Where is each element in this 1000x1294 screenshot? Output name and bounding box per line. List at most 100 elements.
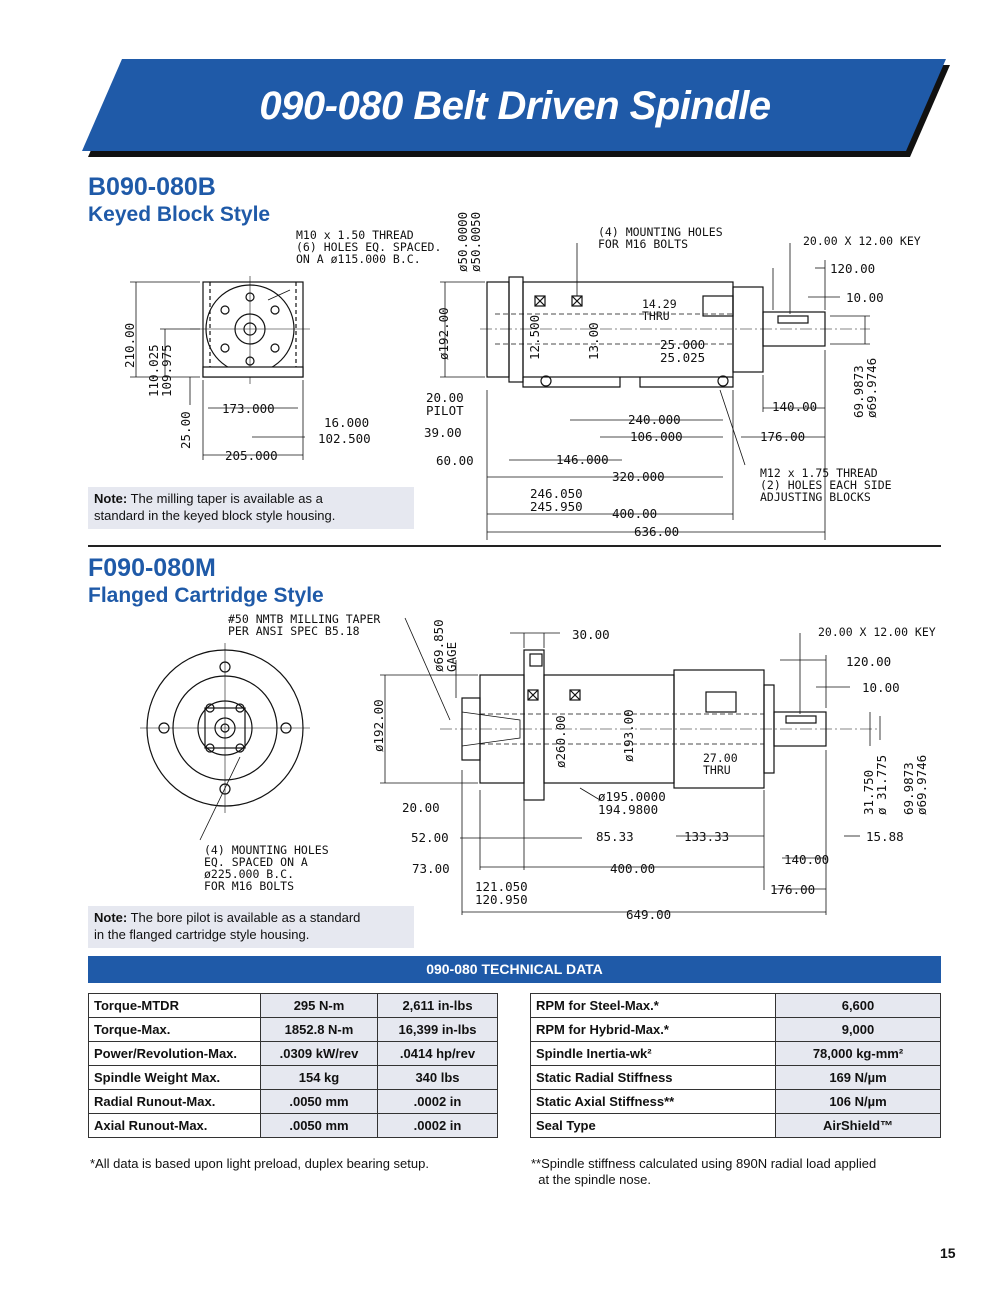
keyed-thread-callout: M10 x 1.50 THREAD (6) HOLES EQ. SPACED. … xyxy=(296,228,442,266)
keyed-end-view xyxy=(130,276,310,460)
spec-value: 169 N/µm xyxy=(775,1065,941,1090)
dim-73: 73.00 xyxy=(412,861,450,876)
dim-176: 176.00 xyxy=(760,429,806,444)
title-banner: 090-080 Belt Driven Spindle xyxy=(80,59,950,157)
keyed-note-text: The milling taper is available as a stan… xyxy=(94,491,336,523)
table-row: RPM for Steel-Max.*6,600 xyxy=(530,993,941,1018)
dim-1588: 15.88 xyxy=(866,829,904,844)
dim-13: 13.00 xyxy=(586,322,601,360)
flanged-gage-dim: ø69.850 GAGE xyxy=(431,619,459,672)
keyed-bore-dim: ø50.0000 ø50.0050 xyxy=(455,211,483,272)
dim-110: 110.025 109.975 xyxy=(146,344,174,397)
dim-140: 140.00 xyxy=(772,399,818,414)
dim-f120: 120.00 xyxy=(846,654,892,669)
dim-192: ø192.00 xyxy=(436,307,451,360)
dim-106: 106.000 xyxy=(630,429,683,444)
table-row: Power/Revolution-Max..0309 kW/rev.0414 h… xyxy=(88,1041,498,1066)
dim-f140: 140.00 xyxy=(784,852,830,867)
spec-value: 9,000 xyxy=(775,1017,941,1042)
keyed-adjust-callout: M12 x 1.75 THREAD (2) HOLES EACH SIDE AD… xyxy=(760,466,892,504)
table-row: RPM for Hybrid-Max.*9,000 xyxy=(530,1017,941,1042)
dim-25000: 25.000 25.025 xyxy=(660,337,706,365)
dim-13333: 133.33 xyxy=(684,829,730,844)
flanged-note: Note: The bore pilot is available as a s… xyxy=(88,906,414,948)
page-number: 15 xyxy=(940,1245,956,1261)
spec-label: Radial Runout-Max. xyxy=(88,1089,261,1114)
dim-f69: 69.9873 ø69.9746 xyxy=(901,754,929,815)
table-row: Radial Runout-Max..0050 mm.0002 in xyxy=(88,1089,498,1114)
spec-label: Torque-MTDR xyxy=(88,993,261,1018)
dim-400: 400.00 xyxy=(612,506,658,521)
spec-label: RPM for Steel-Max.* xyxy=(530,993,776,1018)
dim-f176: 176.00 xyxy=(770,882,816,897)
spec-imperial-value: .0002 in xyxy=(377,1113,498,1138)
spec-imperial-value: .0414 hp/rev xyxy=(377,1041,498,1066)
dim-12500: 12.500 xyxy=(527,314,542,360)
keyed-key-callout: 20.00 X 12.00 KEY xyxy=(803,234,921,248)
dim-649: 649.00 xyxy=(626,907,672,922)
dim-205: 205.000 xyxy=(225,448,278,463)
dim-320: 320.000 xyxy=(612,469,665,484)
dim-69: 69.9873 ø69.9746 xyxy=(851,357,879,418)
spec-imperial-value: 340 lbs xyxy=(377,1065,498,1090)
dim-173: 173.000 xyxy=(222,401,275,416)
spec-value: 6,600 xyxy=(775,993,941,1018)
keyed-note-label: Note: xyxy=(94,491,128,506)
keyed-style-title: Keyed Block Style xyxy=(88,203,271,226)
dim-240: 240.000 xyxy=(628,412,681,427)
spec-label: Spindle Inertia-wk² xyxy=(530,1041,776,1066)
flanged-note-label: Note: xyxy=(94,910,128,925)
flanged-note-text: The bore pilot is available as a standar… xyxy=(94,910,361,942)
spec-value: 78,000 kg-mm² xyxy=(775,1041,941,1066)
flanged-style-title: Flanged Cartridge Style xyxy=(88,584,324,607)
dim-52: 52.00 xyxy=(411,830,449,845)
footnote-left: *All data is based upon light preload, d… xyxy=(90,1156,429,1171)
dim-121: 121.050 120.950 xyxy=(475,879,528,907)
keyed-note: Note: The milling taper is available as … xyxy=(88,487,414,529)
dim-31: 31.750 ø 31.775 xyxy=(861,754,889,815)
keyed-model-code: B090-080B xyxy=(88,173,216,201)
dim-260: ø260.00 xyxy=(553,715,568,768)
spec-imperial-value: .0002 in xyxy=(377,1089,498,1114)
dim-60: 60.00 xyxy=(436,453,474,468)
tech-data-header: 090-080 TECHNICAL DATA xyxy=(88,956,941,983)
spec-metric-value: .0050 mm xyxy=(260,1113,378,1138)
dim-f400: 400.00 xyxy=(610,861,656,876)
keyed-side-view xyxy=(440,243,870,540)
spec-label: Static Axial Stiffness** xyxy=(530,1089,776,1114)
spec-metric-value: 295 N-m xyxy=(260,993,378,1018)
dim-25: 25.00 xyxy=(178,411,193,449)
dim-193: ø193.00 xyxy=(621,709,636,762)
dim-39: 39.00 xyxy=(424,425,462,440)
spec-value: AirShield™ xyxy=(775,1113,941,1138)
dim-210: 210.00 xyxy=(122,322,137,368)
dim-pilot: 20.00 PILOT xyxy=(426,390,464,418)
flanged-mounting-callout: (4) MOUNTING HOLES EQ. SPACED ON A ø225.… xyxy=(204,843,329,893)
dim-10: 10.00 xyxy=(846,290,884,305)
spec-value: 106 N/µm xyxy=(775,1089,941,1114)
dim-246: 246.050 245.950 xyxy=(530,486,583,514)
spec-imperial-value: 2,611 in-lbs xyxy=(377,993,498,1018)
spec-imperial-value: 16,399 in-lbs xyxy=(377,1017,498,1042)
flanged-model-code: F090-080M xyxy=(88,554,216,582)
table-row: Static Axial Stiffness**106 N/µm xyxy=(530,1089,941,1114)
dim-8533: 85.33 xyxy=(596,829,634,844)
dim-195: ø195.0000 194.9800 xyxy=(598,789,666,817)
flanged-thru-dim: 27.00 THRU xyxy=(703,751,738,777)
dim-102: 102.500 xyxy=(318,431,371,446)
section-divider xyxy=(88,545,941,547)
dim-146: 146.000 xyxy=(556,452,609,467)
spec-label: RPM for Hybrid-Max.* xyxy=(530,1017,776,1042)
spec-label: Power/Revolution-Max. xyxy=(88,1041,261,1066)
keyed-mounting-callout: (4) MOUNTING HOLES FOR M16 BOLTS xyxy=(598,225,723,251)
spec-label: Seal Type xyxy=(530,1113,776,1138)
